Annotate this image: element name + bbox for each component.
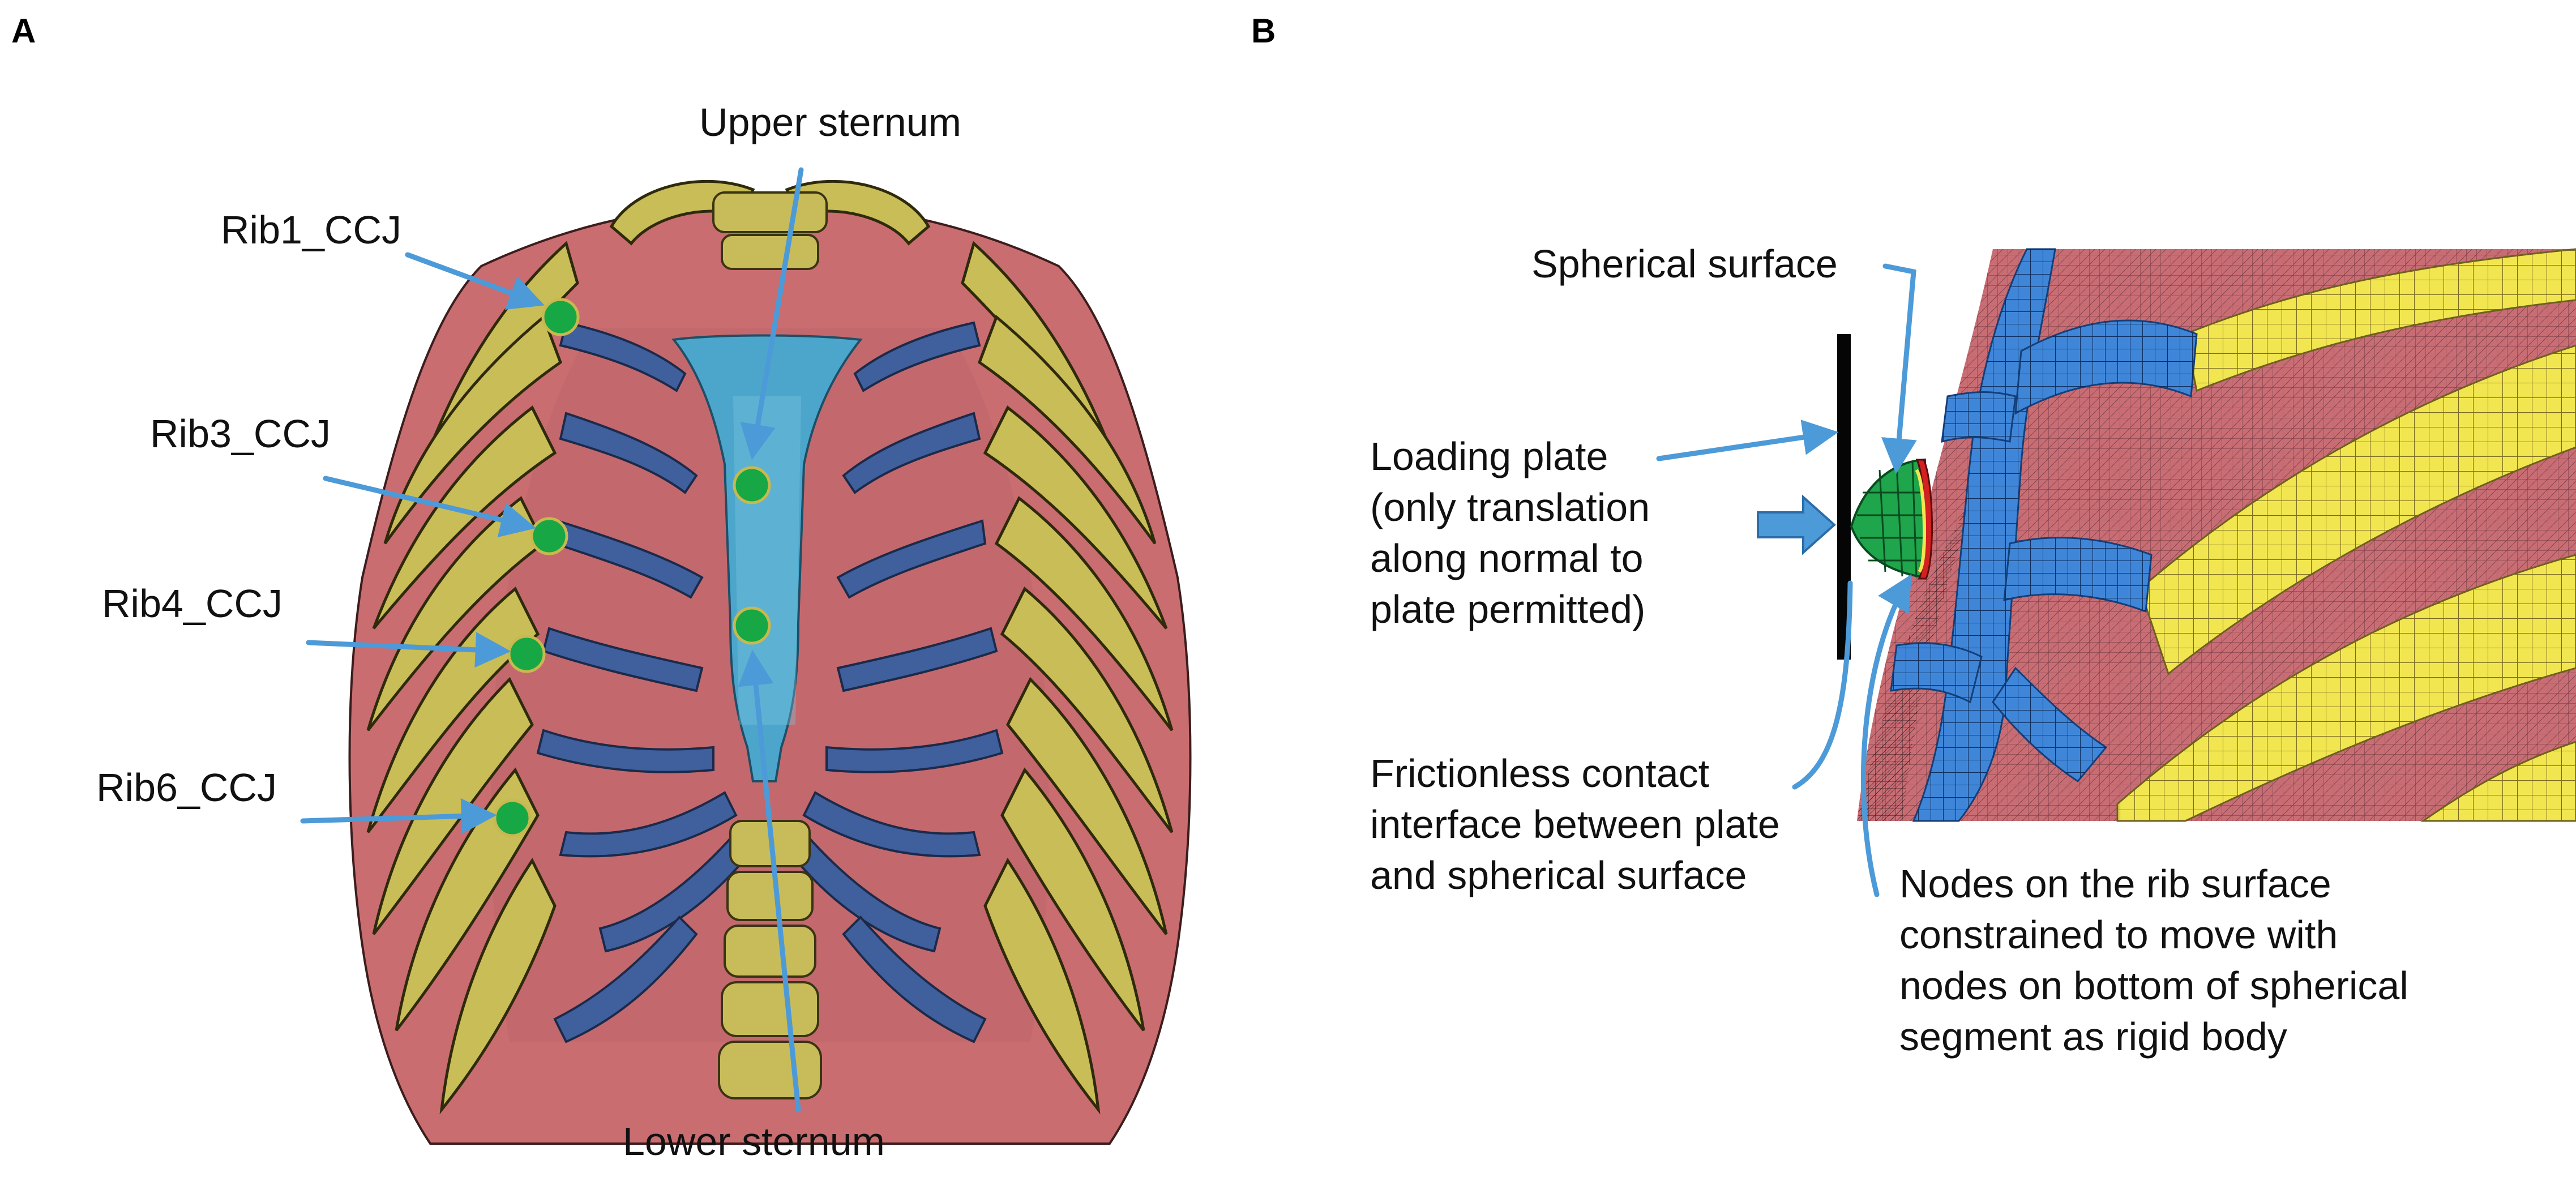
right-rib-set [961,241,1174,1115]
left-rib-set [366,241,579,1115]
upper-sternum-arrow [740,167,804,460]
rib3-ccj-label: Rib3_CCJ [150,412,331,456]
rib4-ccj-label: Rib4_CCJ [102,581,283,626]
rib1-ccj-label: Rib1_CCJ [221,208,401,252]
rib4-ccj-arrow [306,632,511,668]
rib6-ccj-label: Rib6_CCJ [96,765,277,810]
loading-direction-arrow [1757,494,1837,555]
frictionless-contact-label-line-1: Frictionless contact [1370,751,1709,795]
rib4-ccj-marker [507,635,546,673]
spherical-segment [1850,458,1933,580]
panel-b-letter: B [1251,12,1276,50]
spherical-surface-arrow [1881,263,1917,474]
left-cartilage-set [536,321,755,1043]
nodes-on-rib-surface-label-line-3: nodes on bottom of spherical [1899,964,2408,1008]
lower-sternum-marker [733,606,771,645]
frictionless-contact-leader [1792,580,1853,790]
nodes-on-rib-surface-label-line-1: Nodes on the rib surface [1899,862,2331,906]
mesh-closeup-illustration [1857,248,2576,822]
rib1-ccj-marker [541,298,580,336]
loading-plate-label-line-1: Loading plate [1370,434,1608,478]
rib6-ccj-arrow [300,798,497,835]
rib3-ccj-arrow [323,476,537,538]
nodes-on-rib-surface-arrow [1860,574,1912,897]
upper-sternum-label: Upper sternum [699,100,961,144]
lower-sternum-label: Lower sternum [623,1119,885,1163]
loading-plate-arrow [1656,420,1839,461]
frictionless-contact-label-line-3: and spherical surface [1370,853,1747,897]
nodes-on-rib-surface-label-line-2: constrained to move with [1899,913,2338,957]
lower-sternum-arrow [738,649,801,1112]
loading-plate-label-line-3: along normal to [1370,536,1644,580]
spherical-surface-label: Spherical surface [1531,242,1838,286]
rib3-ccj-marker [530,517,568,555]
loading-plate-label-line-2: (only translation [1370,485,1650,529]
nodes-on-rib-surface-label-line-4: segment as rigid body [1899,1015,2287,1059]
sternum [671,334,863,782]
frictionless-contact-label-line-2: interface between plate [1370,802,1780,846]
rib6-ccj-marker [493,799,532,837]
loading-plate-label-line-4: plate permitted) [1370,587,1645,631]
spine [712,191,828,1099]
upper-sternum-marker [733,466,771,504]
rib1-ccj-arrow [405,252,545,310]
panel-a-letter: A [11,12,36,50]
rib-cage-illustration [348,179,1192,1145]
